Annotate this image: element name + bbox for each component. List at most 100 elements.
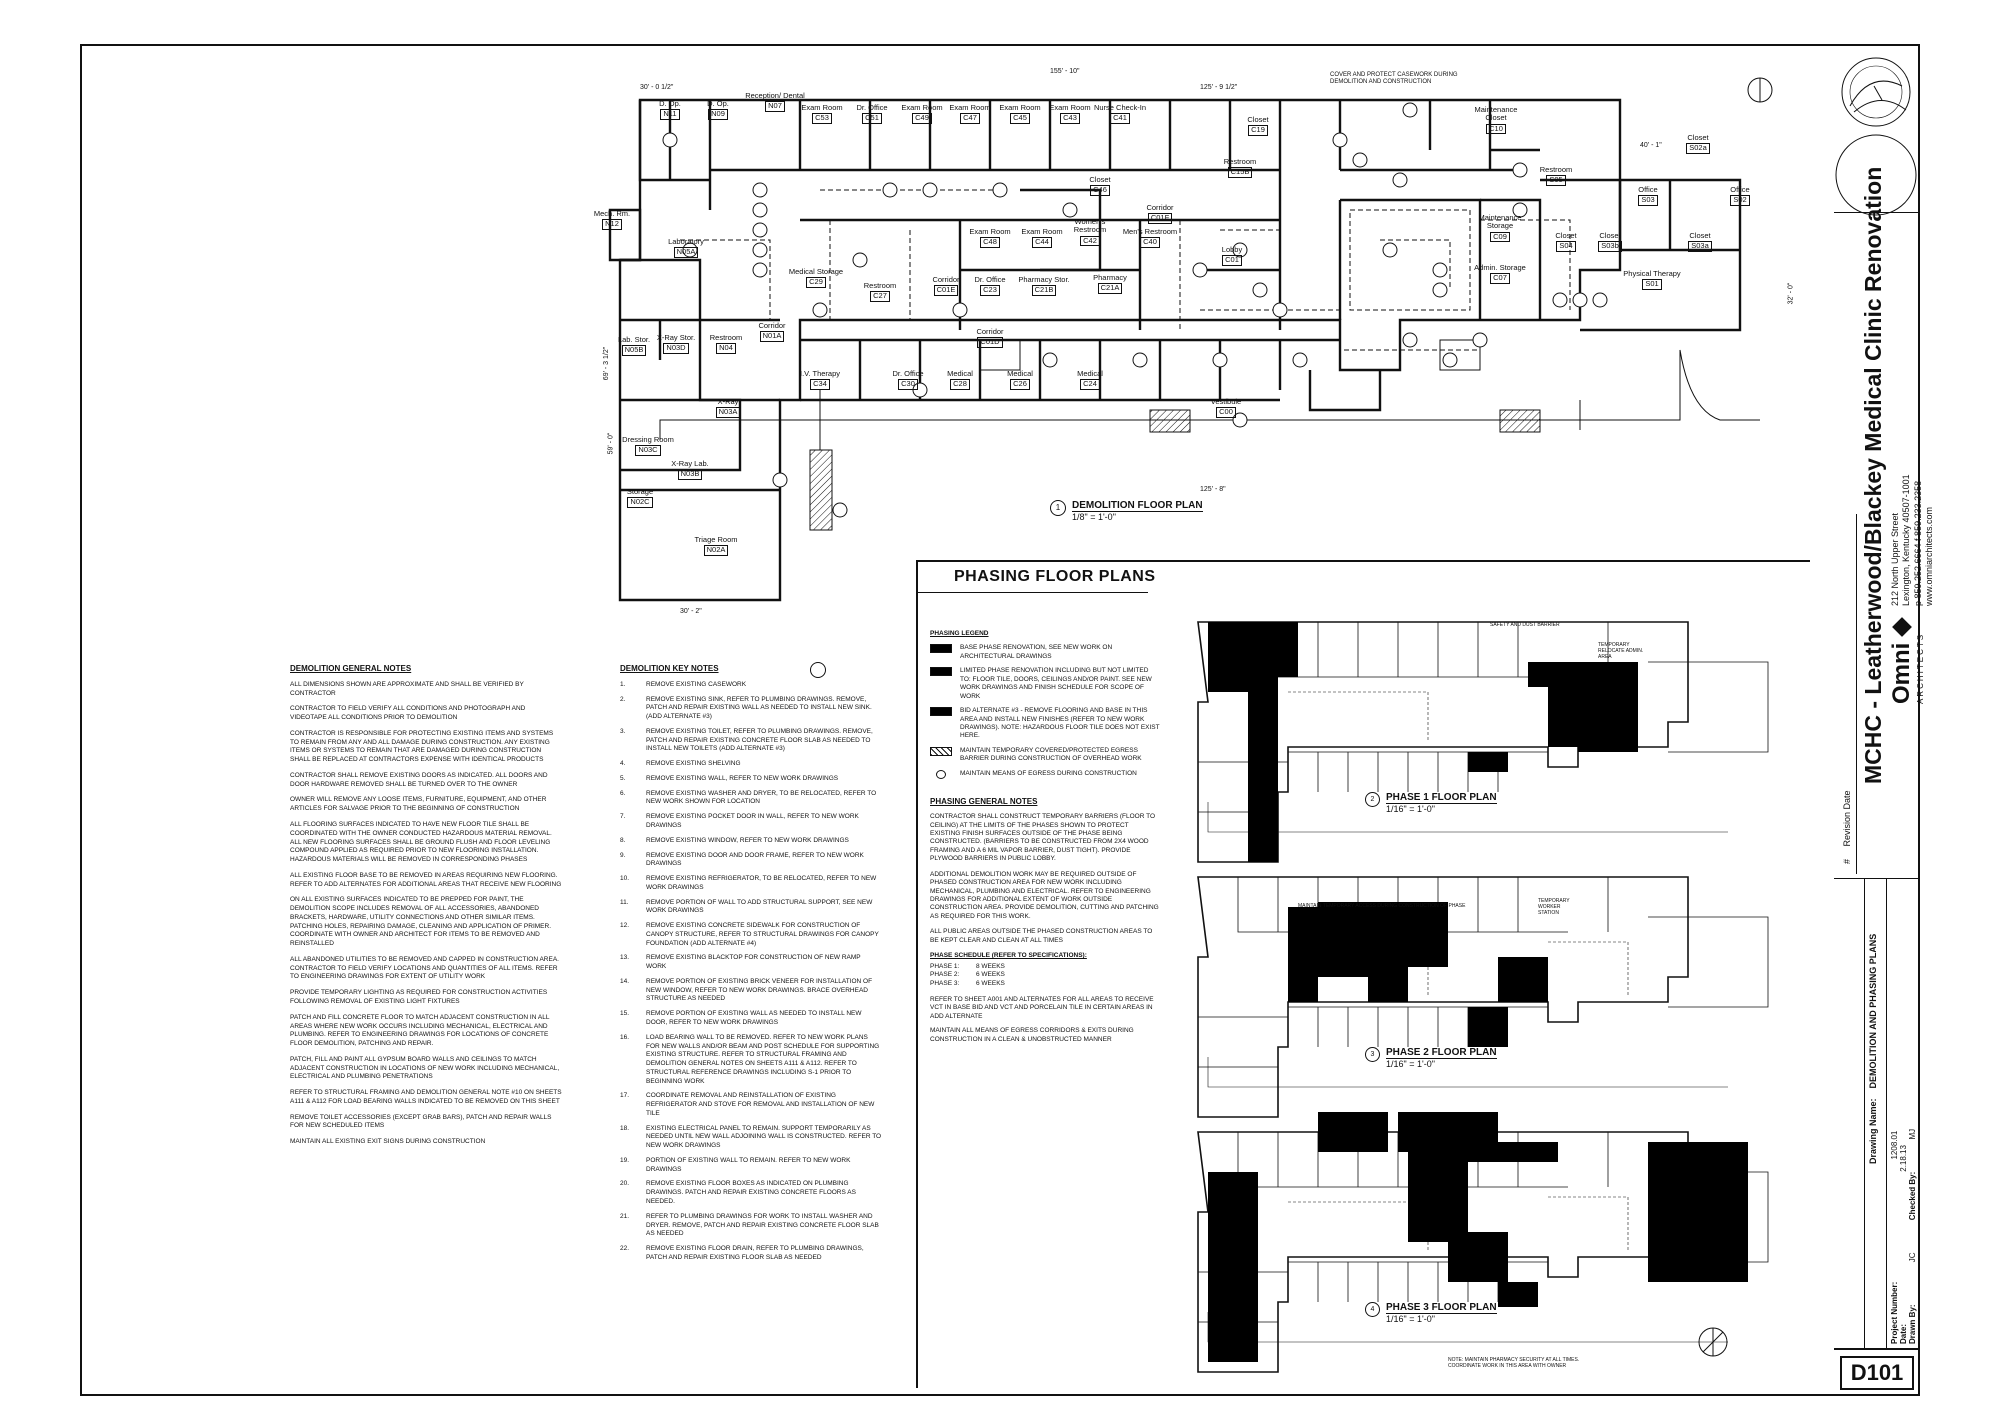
phasing-note-egress: MAINTAIN ALL MEANS OF EGRESS CORRIDORS &… [930, 1027, 1134, 1043]
phasing-note-alternates: REFER TO SHEET A001 AND ALTERNATES FOR A… [930, 995, 1154, 1020]
general-note: ALL DIMENSIONS SHOWN ARE APPROXIMATE AND… [290, 680, 524, 697]
drawing-name-label: Drawing Name: [1868, 1098, 1878, 1164]
phasing-section: PHASING FLOOR PLANS PHASING LEGEND BASE … [916, 560, 1810, 1388]
key-note-number: 6. [620, 789, 626, 797]
room-number: N07 [765, 101, 785, 112]
plan-number-bubble: 3 [1365, 1047, 1380, 1062]
room-label: X-Ray Lab.N03B [658, 459, 722, 480]
room-number: C48 [980, 237, 1000, 248]
room-name: Dr. Office [974, 275, 1006, 284]
key-note-text: REMOVE EXISTING SINK, REFER TO PLUMBING … [646, 695, 872, 721]
room-name: Pharmacy Stor. [1018, 275, 1070, 284]
room-number: C34 [810, 379, 830, 390]
sheet-number: D101 [1840, 1356, 1914, 1390]
legend-text: BASE PHASE RENOVATION, SEE NEW WORK ON A… [960, 644, 1113, 660]
room-number: C07 [1490, 273, 1510, 284]
room-number: N02C [627, 497, 653, 508]
dimension-top-right: 125' - 9 1/2" [1200, 84, 1238, 91]
dimension-west-bottom: 30' - 2" [680, 608, 702, 615]
phase-duration: 6 WEEKS [976, 979, 1005, 987]
room-name: Corridor [932, 275, 960, 284]
title-block: # Revision Date MCHC - Leatherwood/Black… [1834, 44, 1934, 1396]
room-number: N01A [759, 331, 785, 342]
legend-text: MAINTAIN TEMPORARY COVERED/PROTECTED EGR… [960, 746, 1142, 763]
key-note: 16.LOAD BEARING WALL TO BE REMOVED. REFE… [620, 1034, 882, 1087]
general-note: CONTRACTOR IS RESPONSIBLE FOR PROTECTING… [290, 729, 554, 764]
general-note: MAINTAIN ALL EXISTING EXIT SIGNS DURING … [290, 1138, 486, 1146]
key-note: 6.REMOVE EXISTING WASHER AND DRYER, TO B… [620, 790, 882, 808]
key-note-text: REMOVE EXISTING WALL, REFER TO NEW WORK … [646, 774, 839, 782]
key-note-text: REMOVE EXISTING FLOOR DRAIN, REFER TO PL… [646, 1245, 864, 1261]
general-note: CONTRACTOR SHALL REMOVE EXISTING DOORS A… [290, 771, 548, 788]
room-number: C47 [960, 113, 980, 124]
firm-address: 212 North Upper Street [1890, 512, 1900, 606]
room-name: Corridor [758, 321, 786, 330]
phase-plan-title: PHASE 1 FLOOR PLAN [1386, 792, 1497, 804]
drawn-by-value: JC [1908, 1252, 1917, 1263]
legend-row: MAINTAIN TEMPORARY COVERED/PROTECTED EGR… [930, 746, 1160, 764]
room-name: Corridor [1146, 203, 1174, 212]
room-number: N09 [708, 109, 728, 120]
room-name: Dr. Office [892, 369, 924, 378]
key-note-number: 21. [620, 1212, 630, 1220]
solid-swatch [930, 667, 952, 677]
room-name: Closet [1555, 231, 1577, 240]
phase-schedule-row: PHASE 1:8 WEEKS [930, 963, 1160, 971]
room-number: S03 [1638, 195, 1658, 206]
room-name: Medical Storage [788, 267, 844, 276]
room-number: C43 [1060, 113, 1080, 124]
dimension-east: 32' - 0" [1787, 282, 1795, 305]
key-note-number: 20. [620, 1180, 630, 1188]
legend-row: BASE PHASE RENOVATION, SEE NEW WORK ON A… [930, 644, 1160, 661]
egress-circle-icon [936, 769, 946, 779]
key-note: 8.REMOVE EXISTING WINDOW, REFER TO NEW W… [620, 837, 882, 846]
room-name: Triage Room [694, 535, 738, 544]
architect-seal-icon [1835, 57, 1917, 216]
room-number: N03B [677, 469, 703, 480]
drawn-by-label: Drawn By: [1908, 1304, 1917, 1344]
room-name: Maintenance Closet [1474, 105, 1518, 123]
phasing-heading-rule [918, 592, 1148, 593]
room-name: Office [1638, 185, 1658, 194]
general-note: REMOVE TOILET ACCESSORIES (EXCEPT GRAB B… [290, 1113, 552, 1130]
dimension-west-vertical: 69' - 3 1/2" [603, 346, 611, 381]
key-note-text: REMOVE EXISTING CASEWORK [646, 680, 747, 688]
room-number: C21B [1031, 285, 1057, 296]
revision-number-label: # [1842, 858, 1852, 864]
key-note: 11.REMOVE PORTION OF WALL TO ADD STRUCTU… [620, 899, 882, 917]
key-note-text: REMOVE EXISTING REFRIGERATOR, TO BE RELO… [646, 875, 877, 891]
key-note-text: REFER TO PLUMBING DRAWINGS FOR WORK TO I… [646, 1212, 879, 1238]
checked-by-label: Checked By: [1908, 1171, 1917, 1221]
key-note-text: LOAD BEARING WALL TO BE REMOVED. REFER T… [646, 1033, 880, 1085]
room-number: N03C [635, 445, 661, 456]
key-note: 5.REMOVE EXISTING WALL, REFER TO NEW WOR… [620, 775, 882, 784]
key-note-text: REMOVE EXISTING WINDOW, REFER TO NEW WOR… [646, 836, 849, 844]
room-number: C51 [862, 113, 882, 124]
phase-schedule-row: PHASE 3: 6 WEEKS [930, 980, 1160, 988]
phase-name: PHASE 3: [930, 979, 960, 987]
key-note-number: 1. [620, 680, 626, 688]
phase-schedule-title: PHASE SCHEDULE (REFER TO SPECIFICATIONS)… [930, 952, 1087, 960]
room-name: I.V. Therapy [799, 369, 841, 378]
legend-text: LIMITED PHASE RENOVATION INCLUDING BUT N… [960, 667, 1152, 700]
demolition-plan-title-block: 1 DEMOLITION FLOOR PLAN 1/8" = 1'-0" [1050, 500, 1203, 522]
general-note: ALL FLOORING SURFACES INDICATED TO HAVE … [290, 820, 552, 864]
date-value: 2.18.13 [1899, 1145, 1908, 1172]
phasing-heading: PHASING FLOOR PLANS [954, 568, 1156, 585]
room-name: X-Ray Lab. [671, 459, 709, 468]
